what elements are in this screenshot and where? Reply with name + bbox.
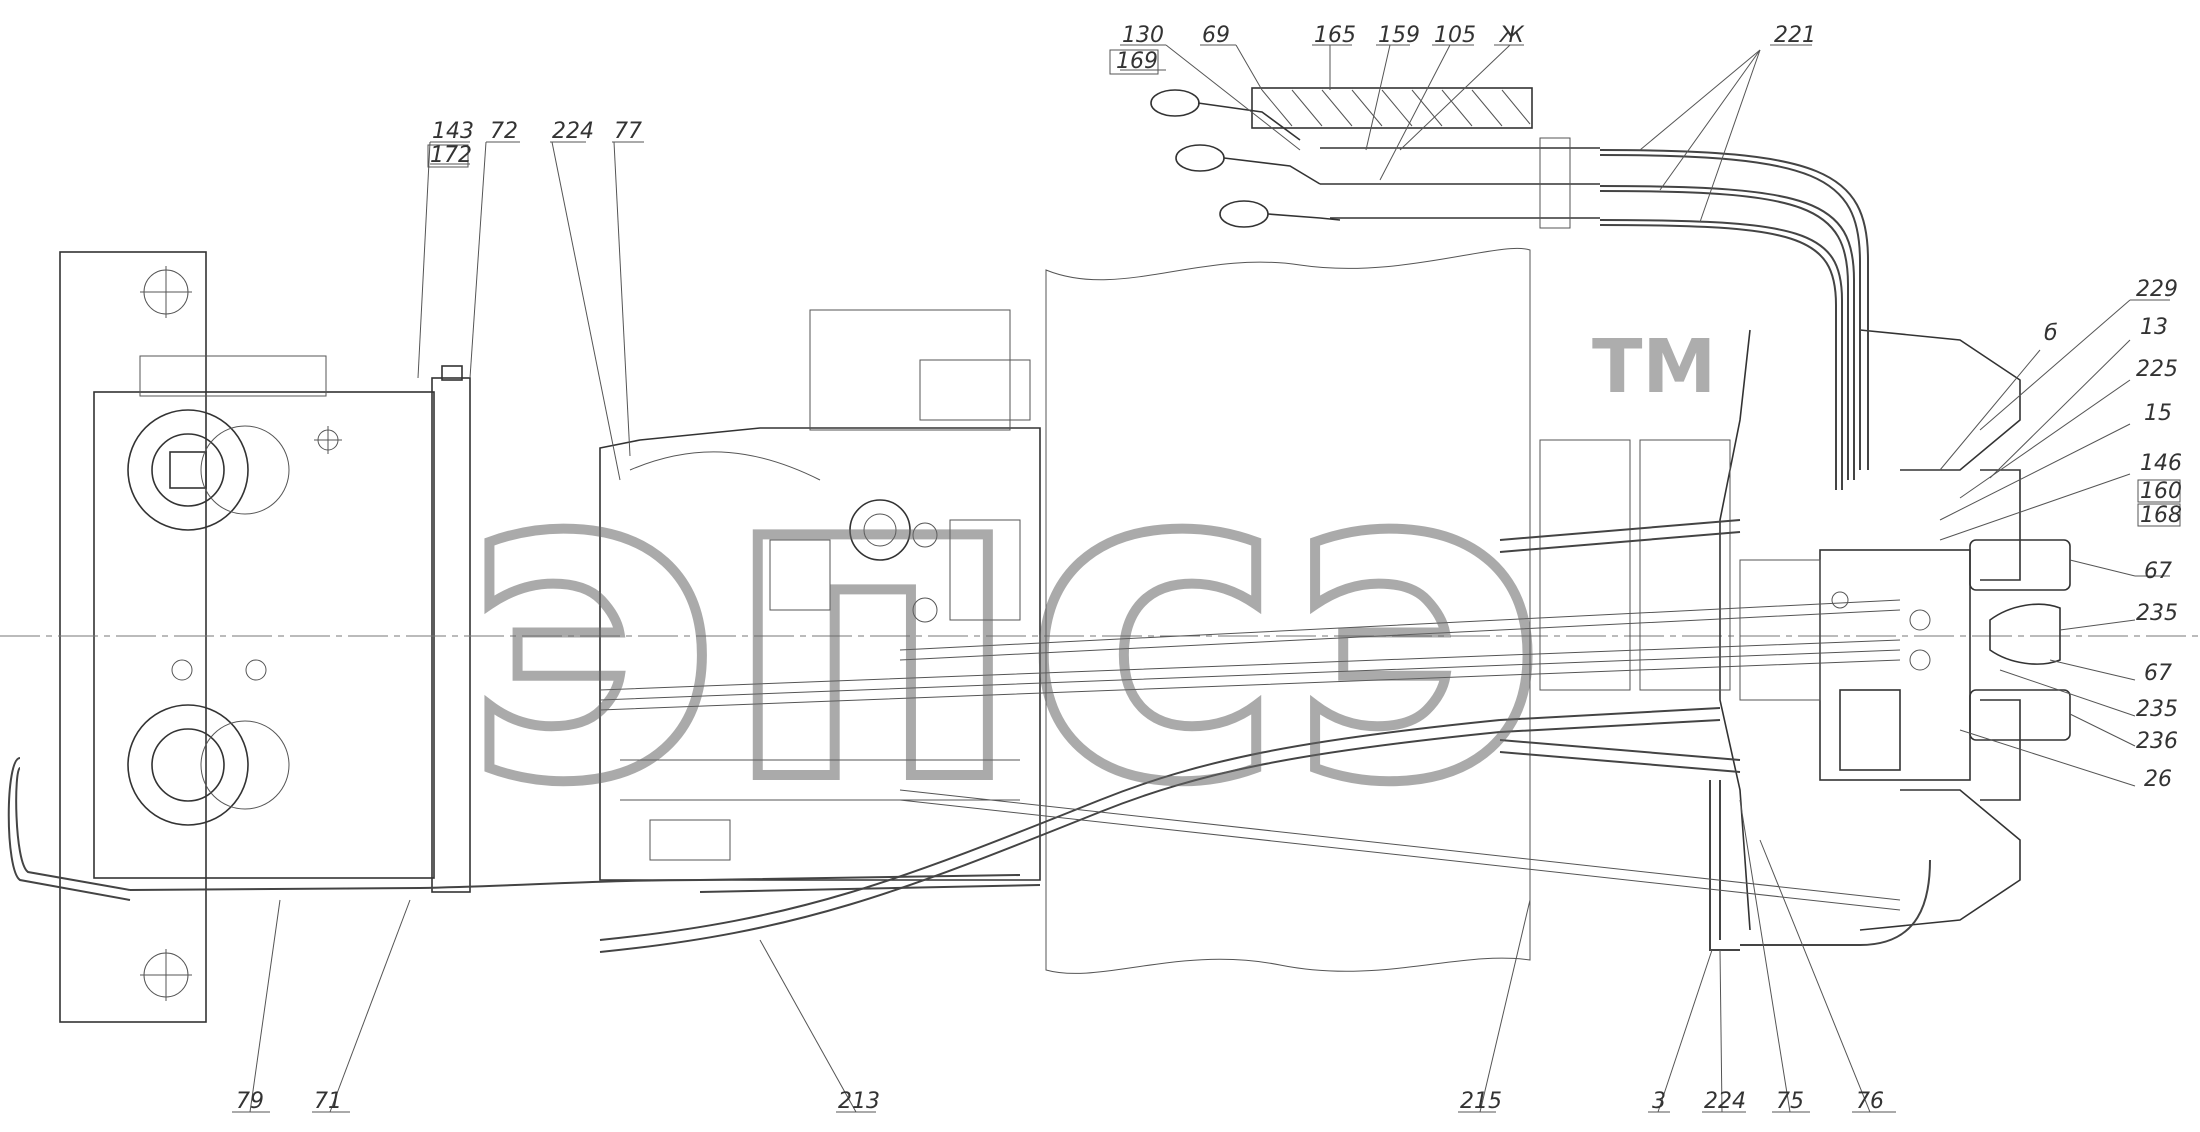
hitch-assembly — [1539, 329, 2071, 931]
label-235-a: 235 — [2136, 601, 2178, 626]
callout-labels: 130 169 69 165 159 105 Ж 221 143 172 72 … — [236, 23, 2182, 1114]
label-72: 72 — [490, 119, 518, 144]
label-143: 143 — [432, 119, 474, 144]
label-224-top: 224 — [552, 119, 594, 144]
bracket-bar — [431, 365, 471, 893]
label-75: 75 — [1776, 1089, 1804, 1114]
label-224-bottom: 224 — [1704, 1089, 1746, 1114]
pump-housing — [93, 355, 435, 879]
leader-lines — [232, 44, 2181, 1113]
label-236: 236 — [2136, 729, 2178, 754]
gearbox — [599, 309, 1041, 881]
label-71: 71 — [314, 1089, 342, 1114]
label-67-b: 67 — [2144, 661, 2172, 686]
label-26: 26 — [2144, 767, 2172, 792]
label-213: 213 — [838, 1089, 880, 1114]
hoses — [7, 149, 1931, 953]
label-235-b: 235 — [2136, 697, 2178, 722]
control-levers — [1150, 87, 1600, 229]
label-79: 79 — [236, 1089, 264, 1114]
frame-panel — [1045, 247, 1531, 974]
label-165: 165 — [1314, 23, 1356, 48]
label-221: 221 — [1774, 23, 1816, 48]
label-zh: Ж — [1498, 23, 1525, 48]
label-146: 146 — [2140, 451, 2182, 476]
label-76: 76 — [1856, 1089, 1884, 1114]
watermark-text: эпсэ — [460, 367, 1546, 879]
label-172: 172 — [430, 143, 472, 168]
label-159: 159 — [1378, 23, 1420, 48]
label-69: 69 — [1202, 23, 1230, 48]
label-15: 15 — [2144, 401, 2172, 426]
label-67-a: 67 — [2144, 559, 2172, 584]
label-225: 225 — [2136, 357, 2178, 382]
label-168: 168 — [2140, 503, 2182, 528]
label-13: 13 — [2140, 315, 2168, 340]
label-105: 105 — [1434, 23, 1476, 48]
label-229: 229 — [2136, 277, 2178, 302]
label-215: 215 — [1460, 1089, 1502, 1114]
label-77: 77 — [614, 119, 642, 144]
label-b: б — [2044, 321, 2058, 346]
label-130: 130 — [1122, 23, 1164, 48]
mounting-plate — [59, 251, 207, 1023]
label-160: 160 — [2140, 479, 2182, 504]
watermark: эпсэ TM — [455, 324, 1716, 884]
watermark-tm: TM — [1592, 324, 1716, 410]
label-169: 169 — [1116, 49, 1158, 74]
label-3: 3 — [1652, 1089, 1666, 1114]
